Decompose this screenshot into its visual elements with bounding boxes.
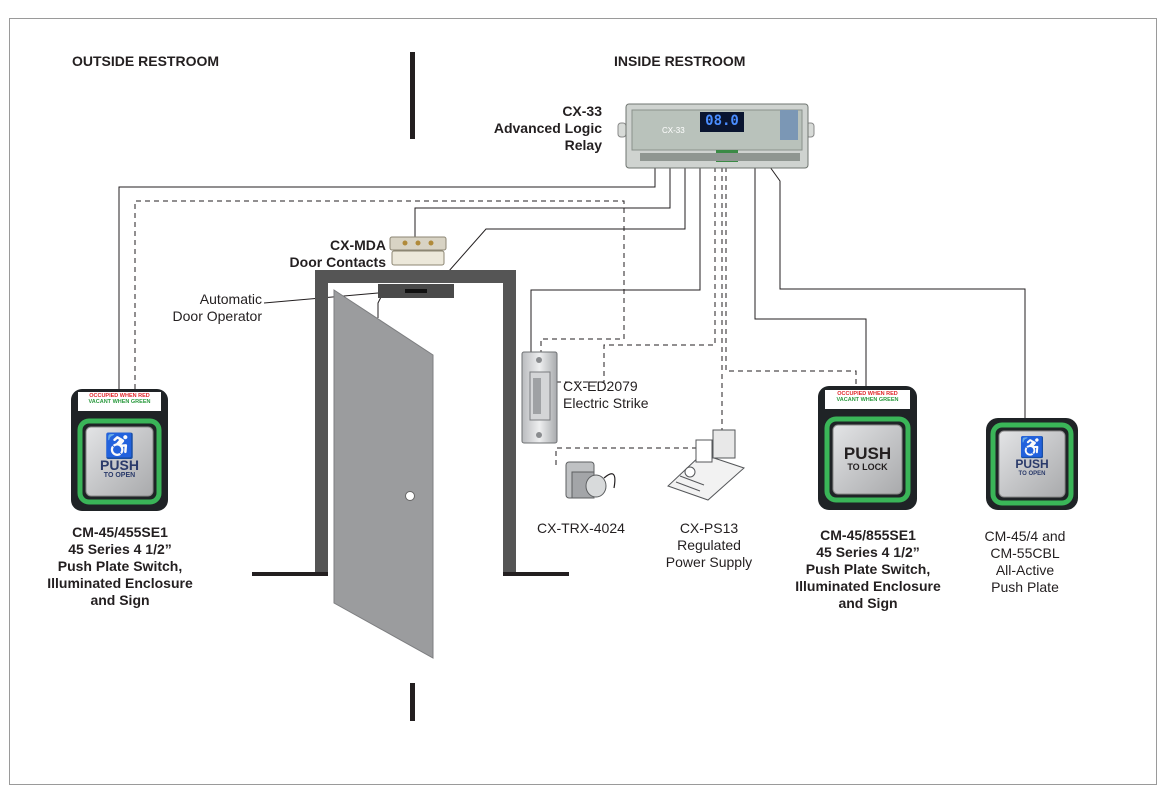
switch-inside-label-line: and Sign [838, 595, 898, 611]
sign-red-text: OCCUPIED WHEN RED [89, 393, 150, 399]
door-operator-slot [405, 289, 427, 293]
relay-label-line: Relay [564, 137, 602, 153]
wiring-solid [118, 166, 1026, 418]
door-knob [405, 491, 415, 501]
sign-green-text: VACANT WHEN GREEN [88, 399, 151, 405]
switch-inside-label-line: CM-45/855SE1 [820, 527, 916, 543]
push-plate-device [986, 418, 1078, 510]
strike-label: CX-ED2079 Electric Strike [563, 378, 649, 412]
door-contacts-label-line: CX-MDA [330, 237, 386, 253]
plate-push-text: PUSH [100, 457, 139, 473]
accessibility-icon: ♿ [104, 433, 135, 460]
plate-push-text: PUSH [1015, 457, 1049, 471]
switch-outside-label-line: 45 Series 4 1/2” [68, 541, 172, 557]
sign-green-text: VACANT WHEN GREEN [836, 397, 899, 403]
transformer-device [565, 461, 616, 499]
divider-bottom [410, 683, 415, 721]
door-frame [252, 270, 569, 576]
switch-inside-label: CM-45/855SE1 45 Series 4 1/2” Push Plate… [774, 527, 962, 612]
transformer-label: CX-TRX-4024 [537, 520, 625, 536]
power-supply-label-line: Regulated [677, 537, 741, 553]
switch-outside-label-line: and Sign [90, 592, 150, 608]
plate-sub-text: TO LOCK [847, 462, 888, 472]
switch-inside-label-line: Illuminated Enclosure [795, 578, 941, 594]
push-plate-label-line: CM-55CBL [990, 545, 1060, 561]
push-plate-label-line: CM-45/4 and [984, 528, 1066, 544]
switch-outside-label-line: CM-45/455SE1 [72, 524, 168, 540]
relay-display [700, 112, 744, 132]
divider-top [410, 52, 415, 139]
power-supply-label: CX-PS13 Regulated Power Supply [655, 520, 763, 571]
relay-display-readout: 08.0 [705, 113, 739, 129]
relay-board-text: CX-33 [662, 126, 685, 135]
door-contacts-label-line: Door Contacts [289, 254, 386, 270]
plate-push-text: PUSH [843, 444, 892, 463]
frame-header [315, 270, 516, 283]
door-contacts-label: CX-MDA Door Contacts [268, 237, 386, 271]
switch-inside-device [818, 386, 917, 510]
door-operator-label-line: Door Operator [172, 308, 262, 324]
diagram-frame [9, 18, 1157, 785]
zone-inside-label: INSIDE RESTROOM [614, 53, 746, 69]
relay-device [617, 103, 815, 169]
power-supply-device [667, 429, 745, 501]
relay-label-line: Advanced Logic [493, 120, 602, 136]
switch-inside-label-line: Push Plate Switch, [805, 561, 931, 577]
power-supply-label-line: Power Supply [665, 554, 753, 570]
door-operator-label: Automatic Door Operator [150, 291, 262, 325]
switch-outside-device [71, 389, 168, 511]
plate-sub-text: TO OPEN [1018, 471, 1046, 477]
relay-label-line: CX-33 [562, 103, 602, 119]
push-plate-face: ♿ PUSH TO OPEN [999, 438, 1065, 477]
strike-label-line: CX-ED2079 [563, 378, 638, 394]
door-operator-label-line: Automatic [199, 291, 262, 307]
door-leaf [333, 289, 434, 659]
switch-outside-sign: OCCUPIED WHEN RED VACANT WHEN GREEN [78, 393, 161, 405]
wall-left [252, 572, 328, 576]
power-supply-label-line: CX-PS13 [679, 520, 739, 536]
switch-inside-label-line: 45 Series 4 1/2” [816, 544, 920, 560]
push-plate-label-line: All-Active [995, 562, 1055, 578]
switch-outside-plate: ♿ PUSH TO OPEN [86, 433, 153, 480]
accessibility-icon: ♿ [1019, 437, 1045, 459]
push-plate-label: CM-45/4 and CM-55CBL All-Active Push Pla… [965, 528, 1085, 596]
wiring-dashed [134, 167, 857, 468]
frame-right-jamb [503, 270, 516, 576]
switch-outside-label-line: Push Plate Switch, [57, 558, 183, 574]
plate-sub-text: TO OPEN [103, 472, 136, 479]
door-contacts-device [389, 236, 447, 266]
push-plate-label-line: Push Plate [991, 579, 1059, 595]
switch-outside-label: CM-45/455SE1 45 Series 4 1/2” Push Plate… [28, 524, 212, 609]
strike-label-line: Electric Strike [563, 395, 649, 411]
sign-red-text: OCCUPIED WHEN RED [837, 391, 898, 397]
switch-inside-sign: OCCUPIED WHEN RED VACANT WHEN GREEN [825, 391, 910, 403]
zone-outside-label: OUTSIDE RESTROOM [72, 53, 220, 69]
relay-label: CX-33 Advanced Logic Relay [470, 103, 602, 154]
switch-outside-label-line: Illuminated Enclosure [47, 575, 193, 591]
electric-strike-device [521, 351, 558, 444]
switch-inside-plate: PUSH TO LOCK [833, 445, 902, 472]
wall-right [503, 572, 569, 576]
frame-left-jamb [315, 270, 328, 576]
